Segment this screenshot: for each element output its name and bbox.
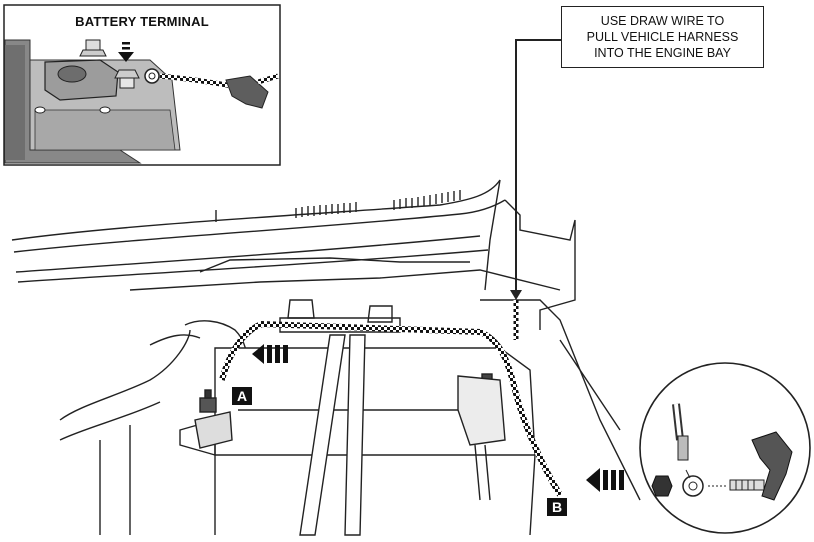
callout-line-3: INTO THE ENGINE BAY <box>594 46 731 60</box>
battery-terminal-inset <box>3 4 281 166</box>
battery-terminal-negative <box>194 389 233 449</box>
callout-leader-line <box>515 39 561 290</box>
label-b: B <box>547 498 567 516</box>
callout-line-1: USE DRAW WIRE TO <box>600 14 725 28</box>
battery-terminal-positive <box>457 373 506 501</box>
battery <box>179 299 536 536</box>
inset-title: BATTERY TERMINAL <box>75 14 209 29</box>
harness-route <box>219 320 563 497</box>
label-a: A <box>232 387 252 405</box>
direction-arrow-left <box>252 344 288 364</box>
direction-arrow-left-b <box>586 468 624 492</box>
callout-box: USE DRAW WIRE TO PULL VEHICLE HARNESS IN… <box>561 6 764 68</box>
down-arrow-icon <box>118 42 134 62</box>
detail-circle <box>639 362 811 534</box>
callout-line-2: PULL VEHICLE HARNESS <box>586 30 739 44</box>
